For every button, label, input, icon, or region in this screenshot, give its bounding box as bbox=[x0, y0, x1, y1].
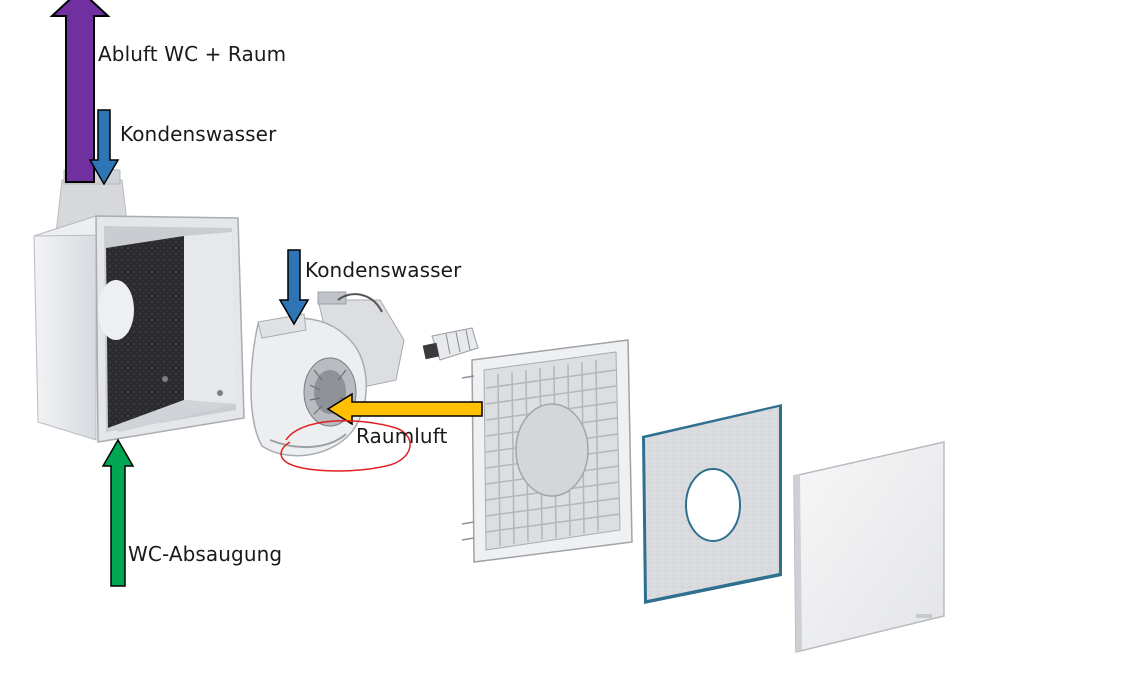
label-condensate-top: Kondenswasser bbox=[120, 122, 277, 146]
condensate-top-arrow bbox=[88, 109, 120, 186]
room-air-arrow bbox=[326, 392, 483, 426]
condensate-fan-arrow bbox=[278, 249, 310, 326]
connector-plug bbox=[422, 327, 479, 361]
highlight-circle bbox=[280, 419, 411, 472]
label-room-air: Raumluft bbox=[356, 424, 448, 448]
mounting-frame-grille bbox=[461, 339, 633, 563]
wall-box-housing bbox=[33, 169, 245, 443]
wc-suction-arrow bbox=[101, 438, 135, 587]
exhaust-arrow bbox=[49, 0, 111, 183]
cover-plate bbox=[793, 441, 945, 653]
label-exhaust: Abluft WC + Raum bbox=[98, 42, 287, 66]
filter-panel bbox=[642, 404, 782, 604]
label-condensate-fan: Kondenswasser bbox=[305, 258, 462, 282]
label-wc-suction: WC-Absaugung bbox=[128, 542, 283, 566]
